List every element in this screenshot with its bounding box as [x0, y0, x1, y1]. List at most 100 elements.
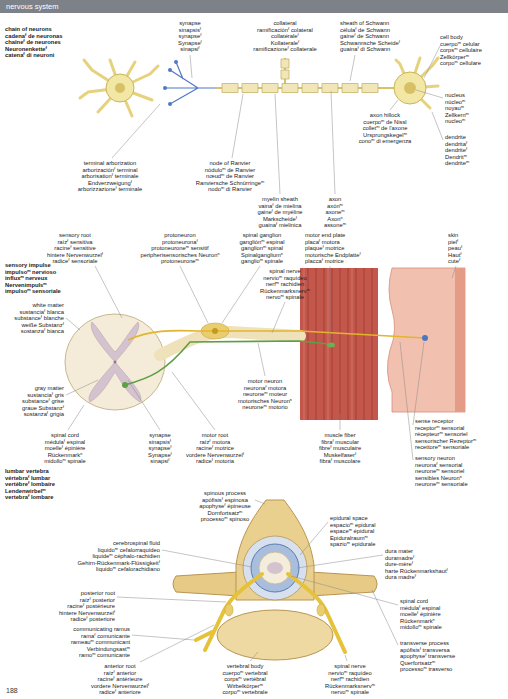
- english-term: spinal nerve: [325, 663, 375, 670]
- muscle-striations: [308, 268, 372, 420]
- translated-term: Gehirn-Rückenmark-Flüssigkeitᶠ: [77, 560, 160, 567]
- translated-term: impulsoᵐ nervioso: [5, 269, 61, 276]
- translated-term: sustanciaᶠ blanca: [14, 309, 64, 316]
- translated-term: Rückenmarksnervᵐ: [325, 683, 375, 690]
- translated-term: rameauᵐ communicant: [71, 639, 130, 646]
- english-term: spinal cord: [400, 598, 442, 605]
- translated-term: Hautᶠ: [448, 252, 462, 259]
- translated-term: substanceᶠ blanche: [14, 315, 64, 322]
- translated-term: guainaᶠ mielinica: [257, 222, 302, 229]
- translated-term: midolloᵐ spinale: [44, 458, 86, 465]
- term-group: white mattersustanciaᶠ blancasubstanceᶠ …: [14, 302, 64, 335]
- translated-term: synapseᶠ: [178, 33, 202, 40]
- translated-term: cuerpoᵐ de Nissl: [359, 119, 412, 126]
- translated-term: apófisisᶠ espinosa: [199, 497, 251, 504]
- term-group: muscle fiberfibraᶠ muscularfibreᶠ muscul…: [319, 432, 361, 465]
- english-term: collateral: [253, 20, 317, 27]
- english-term: posterior root: [59, 590, 115, 597]
- translated-term: sensibles Neuronⁿ: [415, 475, 468, 482]
- translated-term: gaineᶠ de Schwann: [340, 33, 400, 40]
- translated-term: liquideᵐ céphalo-rachidien: [77, 553, 160, 560]
- term-group: node of Ranviernóduloᵐ de Ranviernœudᵐ d…: [196, 160, 264, 193]
- translated-term: hintere Nervenwurzelᶠ: [59, 610, 115, 617]
- translated-term: vértebraᶠ lumbar: [5, 475, 55, 482]
- translated-term: midolloᵐ spinale: [400, 624, 442, 631]
- translated-term: Rückenmarksnervᵐ: [260, 288, 310, 295]
- translated-term: vainaᶠ de mielina: [257, 203, 302, 210]
- term-group: cerebrospinal fluidlíquidoᵐ cefalorraquí…: [77, 540, 160, 573]
- translated-term: impulsoᵐ sensoriale: [5, 288, 61, 295]
- translated-term: vertebraᶠ lombare: [5, 494, 55, 501]
- translated-term: raízᶠ posterior: [59, 597, 115, 604]
- epidermis: [455, 268, 465, 412]
- translated-term: radiceᶠ anteriore: [91, 689, 149, 696]
- translated-term: fibreᶠ musculaire: [319, 445, 361, 452]
- translated-term: conoᵐ di emergenza: [359, 138, 412, 145]
- term-group: synapsesinapsisᶠsynapseᶠSynapseᶠsinapsiᶠ: [148, 432, 172, 465]
- translated-term: racineᶠ antérieure: [91, 676, 149, 683]
- translated-term: nerfᵐ rachidien: [260, 281, 310, 288]
- header-band: [0, 0, 508, 13]
- translated-term: neuronaᶠ motora: [238, 385, 292, 392]
- term-group: dura materduramadreᶠdure-mèreᶠharte Rück…: [385, 548, 448, 581]
- translated-term: Dendritᵐ: [445, 154, 469, 161]
- translated-term: sinapsisᶠ: [178, 27, 202, 34]
- term-group: spinal nervenervioᵐ raquídeonerfᵐ rachid…: [325, 663, 375, 696]
- translated-term: apophyseᶠ transverse: [400, 653, 455, 660]
- gray-matter: [267, 562, 283, 574]
- term-group: lumbar vertebravértebraᶠ lumbarvertèbreᶠ…: [5, 468, 55, 501]
- term-group: cell bodycuerpoᵐ celularcorpsᵐ cellulair…: [440, 34, 482, 67]
- term-group: protoneuronprotoneuronaᶠprotoneuroneᵐ se…: [140, 232, 219, 265]
- english-term: sheath of Schwann: [340, 20, 400, 27]
- translated-term: chaîneᶠ de neurones: [5, 39, 62, 46]
- translated-term: Kollateraleᶠ: [253, 40, 317, 47]
- end-plate: [327, 343, 335, 348]
- dura-mater: [251, 544, 299, 592]
- term-group: spinal cordmédulaᶠ espinalmoelleᶠ épiniè…: [400, 598, 442, 631]
- spinal-cord-section: [65, 314, 165, 410]
- translated-term: influxᵐ nerveux: [5, 275, 61, 282]
- term-group: epidural spaceespacioᵐ epiduralespaceᵐ é…: [330, 515, 376, 548]
- translated-term: vertèbreᶠ lombaire: [5, 481, 55, 488]
- translated-term: raízᶠ sensitiva: [47, 239, 103, 246]
- term-group: skinpielᶠpeauᶠHautᶠcuteᶠ: [448, 232, 462, 265]
- translated-term: weiße Substanzᶠ: [14, 322, 64, 329]
- sensory-cell: [212, 328, 218, 334]
- nerve-roots: [196, 574, 345, 652]
- translated-term: nóduloᵐ de Ranvier: [196, 167, 264, 174]
- translated-term: nœudᵐ de Ranvier: [196, 173, 264, 180]
- translated-term: gaineᶠ de myéline: [257, 209, 302, 216]
- term-group: synapsesinapsisᶠsynapseᶠSynapseᶠsinapsiᶠ: [178, 20, 202, 53]
- translated-term: Endverzweigungᶠ: [78, 180, 142, 187]
- english-term: anterior root: [91, 663, 149, 670]
- english-term: skin: [448, 232, 462, 239]
- translated-term: arborisationᶠ terminale: [78, 173, 142, 180]
- translated-term: radiceᶠ sensoriale: [47, 258, 103, 265]
- translated-term: ramoᵐ comunicante: [71, 652, 130, 659]
- cell-nucleus: [404, 82, 416, 94]
- translated-term: sinapsisᶠ: [148, 439, 172, 446]
- term-group: anterior rootraízᶠ anteriorracineᶠ antér…: [91, 663, 149, 696]
- term-group: communicating ramusramaᶠ comunicanterame…: [71, 626, 130, 659]
- translated-term: neuroneᵐ motorio: [238, 404, 292, 411]
- translated-term: dendriteᵐ: [445, 160, 469, 167]
- muscle-block: [300, 268, 378, 420]
- sensory-fiber: [128, 331, 425, 340]
- term-group: vertebral bodycuerpoᵐ vertebralcorpsᵐ ve…: [222, 663, 267, 696]
- translated-term: ganglionᵐ spinal: [239, 245, 284, 252]
- translated-term: espaceᵐ épidural: [330, 528, 376, 535]
- english-term: muscle fiber: [319, 432, 361, 439]
- translated-term: cuteᶠ: [448, 258, 462, 265]
- translated-term: fibraᶠ muscular: [319, 439, 361, 446]
- translated-term: corpoᵐ cellulare: [440, 60, 482, 67]
- vertebral-body: [217, 610, 333, 660]
- translated-term: harte Rückenmarkshautᶠ: [385, 568, 448, 575]
- translated-term: Ursprungskegelᵐ: [359, 132, 412, 139]
- translated-term: receptorᵐ sensorial: [415, 425, 476, 432]
- translated-term: Synapseᶠ: [178, 40, 202, 47]
- translated-term: axónᵐ: [324, 203, 346, 210]
- translated-term: corpoᵐ vertebrale: [222, 689, 267, 696]
- translated-term: Markscheideᶠ: [257, 216, 302, 223]
- translated-term: apophyseᶠ épineuse: [199, 503, 251, 510]
